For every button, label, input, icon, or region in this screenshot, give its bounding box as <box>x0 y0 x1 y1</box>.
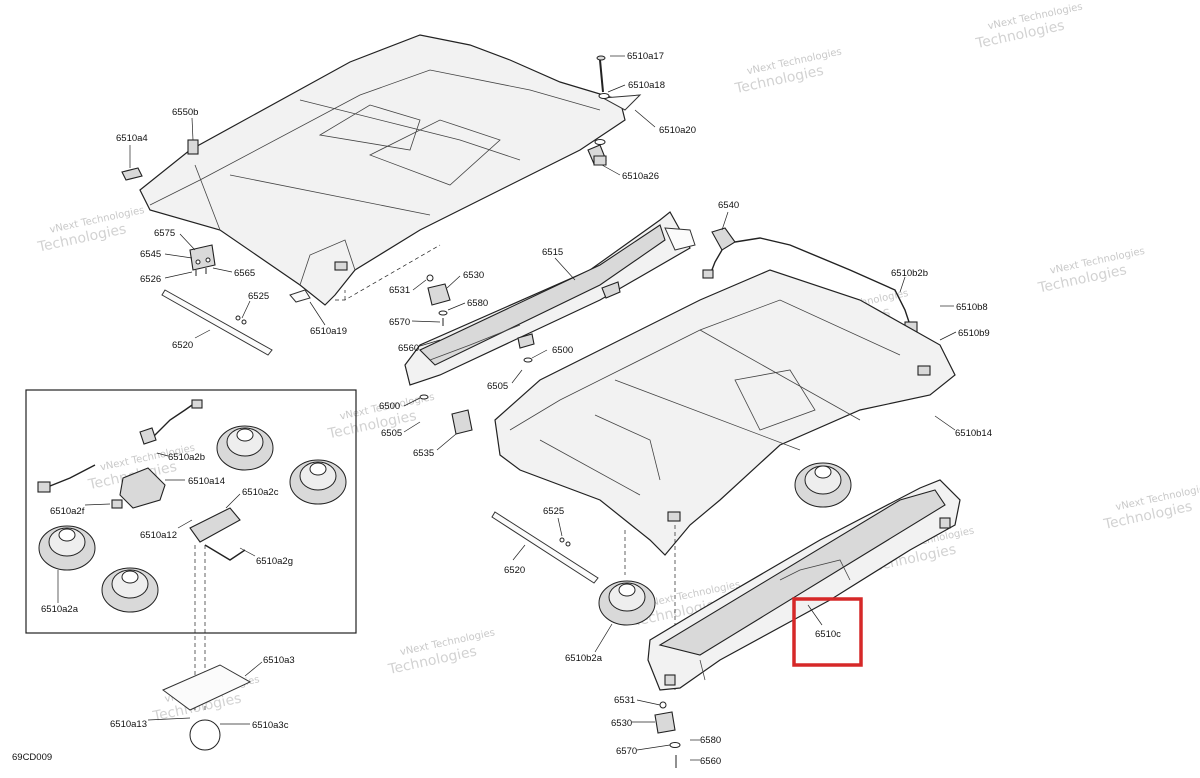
callout-6500: 6500 <box>552 345 573 356</box>
speaker-right <box>794 462 852 508</box>
callout-6565: 6565 <box>234 268 255 279</box>
callout-6505: 6505 <box>487 381 508 392</box>
bracket-6530 <box>426 274 451 326</box>
mounting-plate <box>162 664 252 751</box>
callout-6550b: 6550b <box>172 107 198 118</box>
callout-6510c: 6510c <box>815 629 841 640</box>
callout-6505: 6505 <box>381 428 402 439</box>
callout-6526: 6526 <box>140 274 161 285</box>
roof-rail-6515 <box>404 211 696 386</box>
callout-6510a26: 6510a26 <box>622 171 659 182</box>
callout-6530: 6530 <box>463 270 484 281</box>
callout-6510a2c: 6510a2c <box>242 487 279 498</box>
speaker-6510b2a <box>598 580 656 626</box>
callout-6500: 6500 <box>379 401 400 412</box>
bolt-hardware-top <box>593 55 610 166</box>
callout-6545: 6545 <box>140 249 161 260</box>
callout-6510b2b: 6510b2b <box>891 268 928 279</box>
callout-6525: 6525 <box>543 506 564 517</box>
callout-6560: 6560 <box>398 343 419 354</box>
callout-6531: 6531 <box>389 285 410 296</box>
callout-6525: 6525 <box>248 291 269 302</box>
callout-6570: 6570 <box>616 746 637 757</box>
callout-6570: 6570 <box>389 317 410 328</box>
callout-6510a2g: 6510a2g <box>256 556 293 567</box>
callout-6510a12: 6510a12 <box>140 530 177 541</box>
bottom-hardware <box>654 701 681 768</box>
callout-6510a3: 6510a3 <box>263 655 295 666</box>
callout-6510b14: 6510b14 <box>955 428 992 439</box>
sound-bar-6510c <box>647 479 961 691</box>
figure-code: 69CD009 <box>12 752 52 763</box>
inset-box <box>25 389 357 634</box>
front-roof-panel <box>121 34 642 306</box>
hinge-bracket <box>189 244 216 276</box>
callout-6530: 6530 <box>611 718 632 729</box>
callout-6510a20: 6510a20 <box>659 125 696 136</box>
callout-6580: 6580 <box>700 735 721 746</box>
callout-6510a2a: 6510a2a <box>41 604 79 615</box>
callout-6510a19: 6510a19 <box>310 326 347 337</box>
callout-6531: 6531 <box>614 695 635 706</box>
callout-6560: 6560 <box>700 756 721 767</box>
callout-6510b8: 6510b8 <box>956 302 988 313</box>
callout-6510a3c: 6510a3c <box>252 720 289 731</box>
highlight-box <box>792 597 863 667</box>
callout-6520: 6520 <box>504 565 525 576</box>
callout-labels: 6510a17 6510a18 6510a20 6510a26 6550b 65… <box>41 51 992 767</box>
inset-contents <box>37 399 347 613</box>
seal-strip-top <box>161 289 273 356</box>
seal-strip-bottom <box>491 511 599 584</box>
callout-6510a4: 6510a4 <box>116 133 148 144</box>
leader-lines <box>57 55 957 761</box>
callout-6515: 6515 <box>542 247 563 258</box>
callout-6510b2a: 6510b2a <box>565 653 603 664</box>
callout-6540: 6540 <box>718 200 739 211</box>
callout-6510a14: 6510a14 <box>188 476 225 487</box>
callout-6510b9: 6510b9 <box>958 328 990 339</box>
callout-6580: 6580 <box>467 298 488 309</box>
callout-6510a18: 6510a18 <box>628 80 665 91</box>
bracket-6535 <box>419 357 533 435</box>
callout-6510a17: 6510a17 <box>627 51 664 62</box>
callout-6535: 6535 <box>413 448 434 459</box>
callout-6520: 6520 <box>172 340 193 351</box>
rear-roof-panel <box>494 269 956 556</box>
wire-harness <box>702 227 918 333</box>
callout-6510a13: 6510a13 <box>110 719 147 730</box>
callout-6510a2f: 6510a2f <box>50 506 85 517</box>
callout-6510a2b: 6510a2b <box>168 452 205 463</box>
callout-6575: 6575 <box>154 228 175 239</box>
